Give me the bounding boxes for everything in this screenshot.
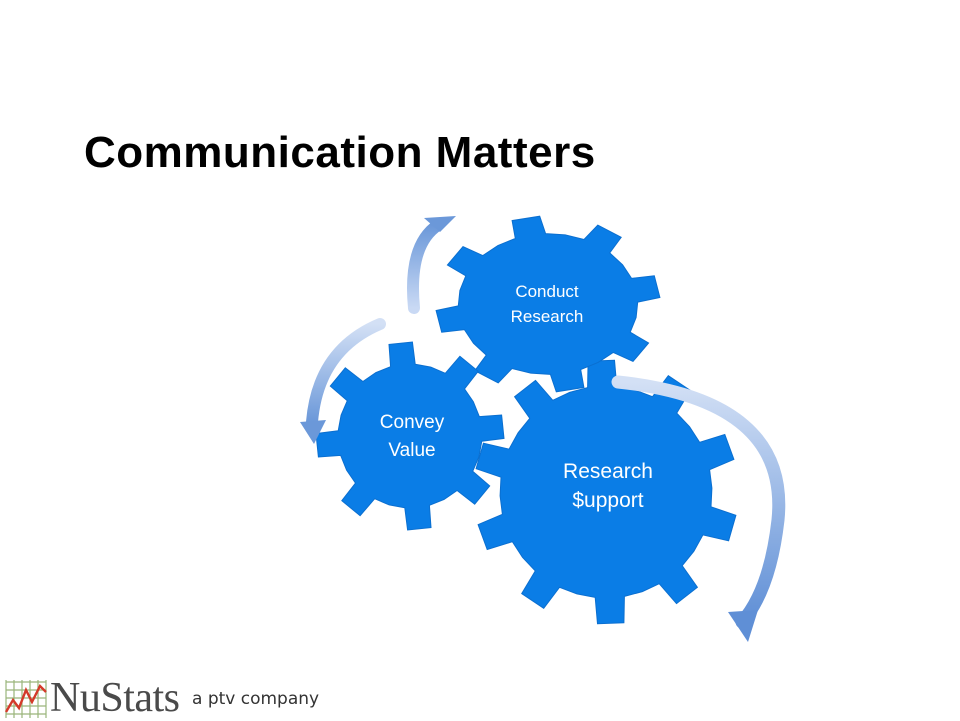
logo-name: NuStats [50, 675, 180, 721]
gear-conduct-research-shape [435, 215, 661, 393]
gear-conduct-research [435, 215, 661, 393]
label-convey-value-line2: Value [388, 440, 435, 461]
line-chart-grid-icon [4, 680, 47, 718]
gear-research-support-shape [475, 359, 737, 625]
gear-convey-value-shape [315, 341, 505, 531]
label-convey-value-line1: Convey [380, 412, 445, 433]
label-conduct-research: Conduct Research [511, 282, 584, 326]
arrow-conduct-loop [407, 216, 456, 314]
label-convey-value: Convey Value [380, 412, 445, 461]
arrow-convey-loop [300, 318, 386, 444]
nustats-logo: NuStats a ptv company [0, 676, 320, 720]
arrow-research-to-down [611, 375, 786, 642]
gear-convey-value [315, 341, 505, 531]
logo-tagline: a ptv company [192, 689, 320, 709]
slide-title: Communication Matters [84, 128, 596, 177]
label-conduct-research-line1: Conduct [515, 282, 579, 301]
label-research-support-line2: $upport [572, 489, 643, 512]
label-research-support: Research $upport [563, 460, 653, 512]
label-conduct-research-line2: Research [511, 307, 584, 326]
label-research-support-line1: Research [563, 460, 653, 483]
gear-research-support [475, 359, 737, 625]
